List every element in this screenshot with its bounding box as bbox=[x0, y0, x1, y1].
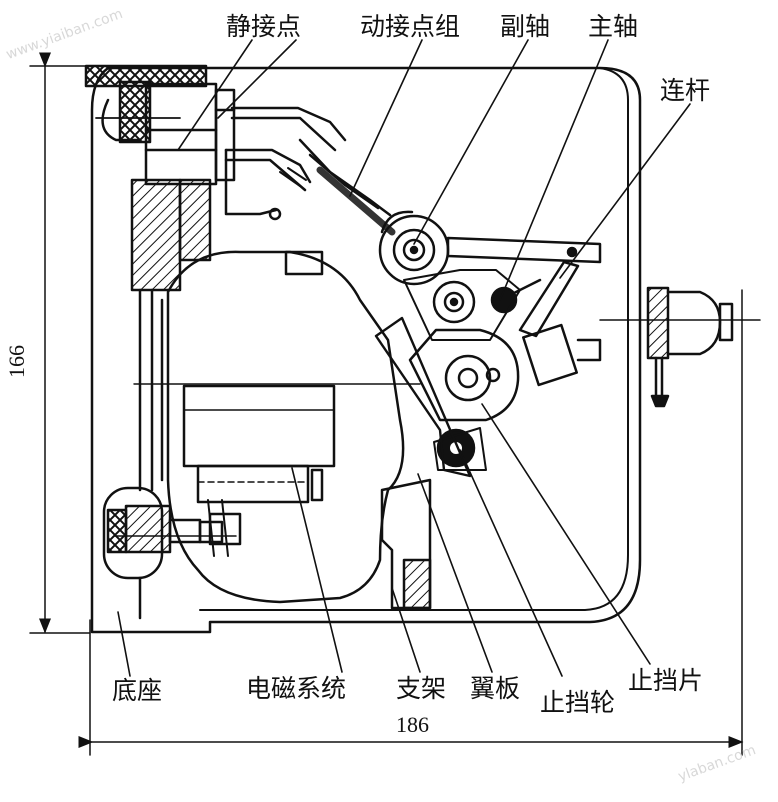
dimension-height: 166 bbox=[4, 345, 29, 378]
dimension-width: 186 bbox=[396, 712, 429, 737]
stop-wheel bbox=[408, 328, 520, 471]
label-stop-wheel: 止挡轮 bbox=[540, 688, 616, 717]
link-rod bbox=[446, 236, 602, 338]
label-secondary-shaft: 副轴 bbox=[500, 12, 551, 41]
label-wing-plate: 翼板 bbox=[470, 674, 521, 703]
main-shaft bbox=[403, 269, 521, 341]
label-main-shaft: 主轴 bbox=[588, 12, 639, 41]
moving-contact-group bbox=[224, 106, 396, 236]
base-frame bbox=[95, 98, 212, 492]
label-stop-piece: 止挡片 bbox=[628, 666, 704, 695]
label-moving-contact-group: 动接点组 bbox=[360, 12, 461, 41]
label-link-rod: 连杆 bbox=[660, 76, 711, 105]
static-contact bbox=[144, 82, 236, 186]
label-electromagnetic-system: 电磁系统 bbox=[246, 674, 347, 703]
housing-cover bbox=[90, 66, 642, 634]
height-dimension bbox=[29, 52, 91, 634]
right-terminal bbox=[522, 286, 761, 408]
leader-lines bbox=[117, 39, 691, 677]
width-dimension bbox=[78, 289, 744, 756]
label-static-contact: 静接点 bbox=[226, 12, 302, 41]
wing-plate bbox=[374, 316, 472, 478]
electromagnetic-system bbox=[133, 250, 421, 604]
bracket bbox=[380, 478, 432, 610]
base-clamp bbox=[102, 486, 237, 620]
label-base: 底座 bbox=[112, 676, 163, 705]
label-bracket: 支架 bbox=[396, 674, 447, 703]
